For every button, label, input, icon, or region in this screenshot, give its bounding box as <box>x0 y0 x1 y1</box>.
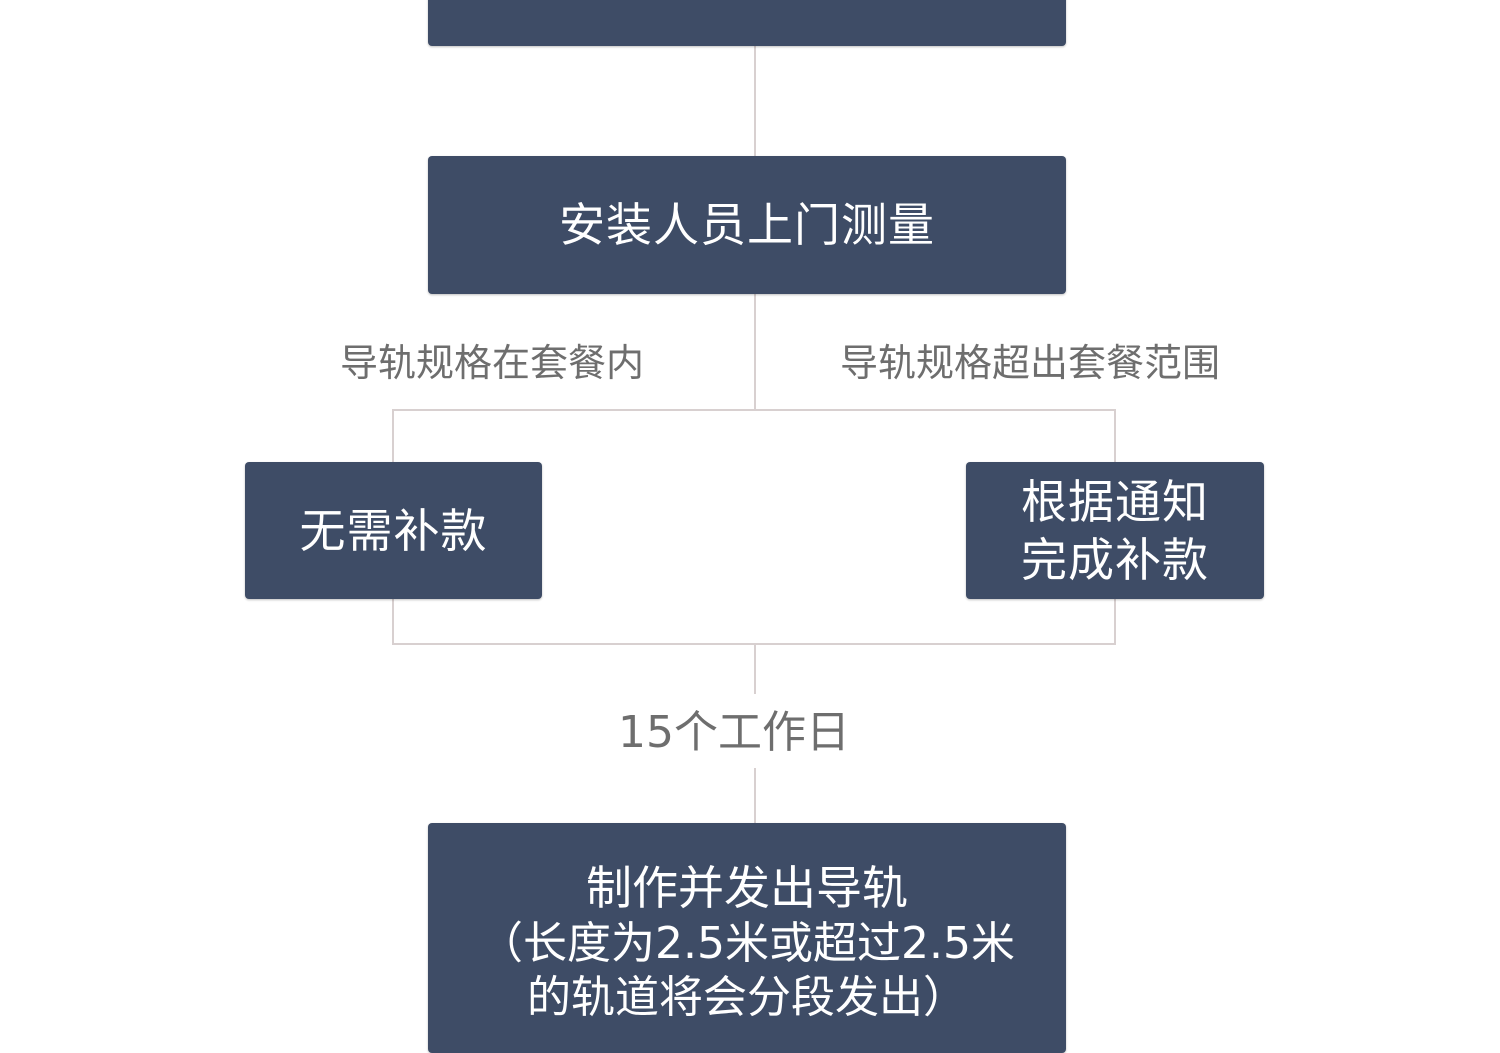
connector-top-to-measure <box>754 46 756 156</box>
flow-result-no-payment: 无需补款 <box>245 462 542 599</box>
duration-label: 15个工作日 <box>618 707 850 758</box>
connector-merge-down-lower <box>754 768 756 823</box>
connector-merge-down-upper <box>754 644 756 694</box>
connector-measure-to-split <box>754 294 756 410</box>
flow-step-make-ship-line1: 制作并发出导轨 <box>585 861 908 915</box>
connector-left-result-down <box>392 599 394 644</box>
connector-split-right-down <box>1114 409 1116 462</box>
flow-step-make-ship-line2: （长度为2.5米或超过2.5米 <box>479 918 1015 969</box>
flow-result-extra-payment-line2: 完成补款 <box>1021 532 1209 587</box>
flow-result-no-payment-label: 无需补款 <box>299 503 488 558</box>
flowchart: 安装人员上门测量 导轨规格在套餐内 导轨规格超出套餐范围 无需补款 根据通知 完… <box>245 0 1264 1053</box>
flow-step-measure-label: 安装人员上门测量 <box>559 198 935 252</box>
connector-right-result-down <box>1114 599 1116 644</box>
connector-split-horizontal <box>392 409 1116 411</box>
flow-result-extra-payment-line1: 根据通知 <box>1021 474 1209 529</box>
connector-split-left-down <box>392 409 394 462</box>
flow-step-make-ship: 制作并发出导轨 （长度为2.5米或超过2.5米 的轨道将会分段发出） <box>428 823 1066 1053</box>
flow-step-measure: 安装人员上门测量 <box>428 156 1066 294</box>
flow-step-make-ship-line3: 的轨道将会分段发出） <box>526 972 967 1023</box>
branch-label-right: 导轨规格超出套餐范围 <box>840 341 1221 385</box>
flow-result-extra-payment: 根据通知 完成补款 <box>966 462 1264 599</box>
branch-label-left: 导轨规格在套餐内 <box>340 341 645 385</box>
flow-step-top <box>428 0 1066 46</box>
